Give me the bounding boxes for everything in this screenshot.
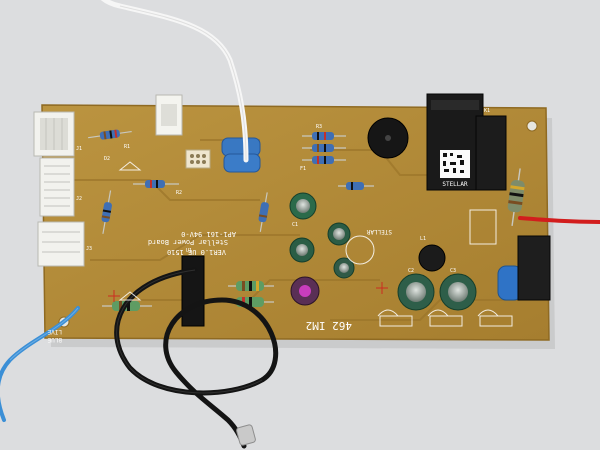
blue-capacitors bbox=[221, 137, 523, 301]
bottom-code: 462 IM2 bbox=[306, 319, 352, 332]
board-title: Stellar Power Board bbox=[148, 238, 228, 246]
connector-j1 bbox=[33, 111, 75, 157]
svg-text:L1: L1 bbox=[420, 236, 426, 242]
svg-text:C1: C1 bbox=[292, 222, 298, 228]
connector-j3 bbox=[37, 221, 85, 267]
lot-label: VER1.0 UE 1510 bbox=[167, 248, 226, 256]
svg-text:J3: J3 bbox=[86, 246, 92, 252]
black-module-left bbox=[181, 255, 205, 327]
relay bbox=[475, 115, 507, 191]
svg-text:R3: R3 bbox=[316, 124, 322, 130]
terminal-label-blue: BLUE bbox=[47, 336, 62, 343]
rev-label: AP1-161 94V-0 bbox=[181, 230, 236, 238]
black-block-right bbox=[517, 235, 551, 301]
terminal-label-live: LIVE bbox=[47, 328, 62, 335]
transformer: STELLAR bbox=[426, 93, 484, 191]
wire-terminal-lug bbox=[236, 424, 256, 446]
connector-j2 bbox=[39, 157, 75, 217]
svg-text:R1: R1 bbox=[124, 144, 130, 150]
svg-text:C2: C2 bbox=[408, 268, 414, 274]
silkscreen: Stellar Power Board AP1-161 94V-0 VER1.0… bbox=[47, 228, 392, 343]
svg-text:R2: R2 bbox=[176, 190, 182, 196]
reference-designators: D2 R1 R2 R3 C1 C2 C3 U1 L1 K1 J1 J2 J3 F… bbox=[76, 108, 490, 274]
svg-text:U1: U1 bbox=[186, 248, 192, 254]
svg-text:D2: D2 bbox=[104, 156, 110, 162]
svg-text:C3: C3 bbox=[450, 268, 456, 274]
resistors bbox=[88, 129, 525, 311]
svg-text:J2: J2 bbox=[76, 196, 82, 202]
model-label: STELLAR bbox=[366, 228, 392, 235]
connector-top-pins bbox=[185, 149, 211, 169]
electrolytic-capacitors bbox=[289, 192, 477, 311]
red-wire bbox=[518, 216, 600, 224]
silkscreen-outlines bbox=[108, 161, 513, 327]
connector-top-white bbox=[155, 94, 183, 136]
svg-text:F1: F1 bbox=[300, 166, 306, 172]
svg-text:J1: J1 bbox=[76, 146, 82, 152]
svg-text:K1: K1 bbox=[484, 108, 490, 114]
relay-label: STELLAR bbox=[442, 181, 468, 188]
